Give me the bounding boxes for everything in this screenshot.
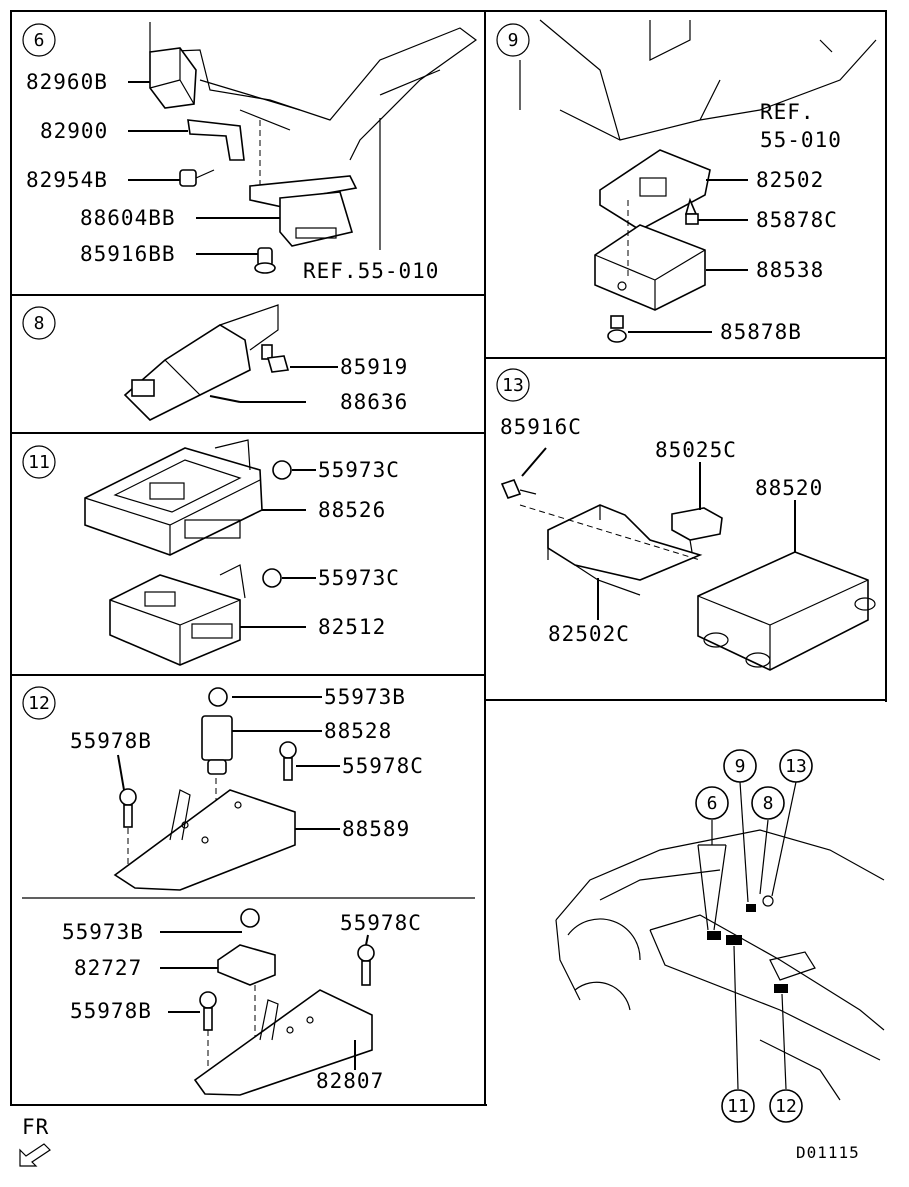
label-85878B: 85878B xyxy=(720,320,802,344)
label-88528: 88528 xyxy=(324,719,392,743)
front-label: FR xyxy=(22,1115,49,1139)
label-82900: 82900 xyxy=(40,119,108,143)
label-88520: 88520 xyxy=(755,476,823,500)
vehicle-callout-8: 8 xyxy=(763,793,774,814)
front-indicator: FR xyxy=(19,1115,51,1167)
label-55978C-upper: 55978C xyxy=(342,754,424,778)
label-82960B: 82960B xyxy=(26,70,108,94)
section-9-number: 9 xyxy=(508,30,519,51)
label-88538: 88538 xyxy=(756,258,824,282)
vehicle-callout-6: 6 xyxy=(707,793,718,814)
label-55973B-upper: 55973B xyxy=(324,685,406,709)
section-13: 13 85916C 85025C 88520 82502C xyxy=(496,368,876,671)
label-85916C: 85916C xyxy=(500,415,582,439)
ref-line1-section-9: REF. xyxy=(760,100,815,124)
label-88604BB: 88604BB xyxy=(80,206,176,230)
vehicle-callout-11: 11 xyxy=(727,1096,749,1117)
label-82512: 82512 xyxy=(318,615,386,639)
ref-line2-section-9: 55-010 xyxy=(760,128,842,152)
label-82502: 82502 xyxy=(756,168,824,192)
label-55973C-lower: 55973C xyxy=(318,566,400,590)
panel-borders xyxy=(10,10,887,1106)
label-55973C-upper: 55973C xyxy=(318,458,400,482)
diagram-code: D01115 xyxy=(796,1143,860,1162)
front-arrow-icon xyxy=(19,1143,51,1167)
label-88589: 88589 xyxy=(342,817,410,841)
section-11-number: 11 xyxy=(28,452,50,473)
section-9: 9 REF. 55-010 82502 85878C 88538 85878B xyxy=(496,19,877,344)
label-85919: 85919 xyxy=(340,355,408,379)
section-8-number: 8 xyxy=(34,313,45,334)
label-88526: 88526 xyxy=(318,498,386,522)
section-12: 12 55973B 88528 55978B 55978C 88589 xyxy=(22,685,424,1096)
section-6: 6 82960B 82900 82954B 88604BB 85916BB RE… xyxy=(22,22,478,283)
label-82807: 82807 xyxy=(316,1069,384,1093)
label-55978C-lower: 55978C xyxy=(340,911,422,935)
label-55978B-lower: 55978B xyxy=(70,999,152,1023)
section-12-number: 12 xyxy=(28,693,50,714)
section-13-number: 13 xyxy=(502,375,524,396)
section-8: 8 85919 88636 xyxy=(22,304,408,421)
label-55973B-lower: 55973B xyxy=(62,920,144,944)
vehicle-callout-12: 12 xyxy=(775,1096,797,1117)
vehicle-callout-13: 13 xyxy=(785,756,807,777)
label-82502C: 82502C xyxy=(548,622,630,646)
section-6-number: 6 xyxy=(34,30,45,51)
vehicle-overview: 6 9 8 13 11 12 xyxy=(555,749,885,1123)
section-11: 11 55973C 88526 55973C 82512 xyxy=(22,439,400,666)
label-85916BB: 85916BB xyxy=(80,242,176,266)
label-82727: 82727 xyxy=(74,956,142,980)
label-55978B-upper: 55978B xyxy=(70,729,152,753)
label-88636: 88636 xyxy=(340,390,408,414)
label-82954B: 82954B xyxy=(26,168,108,192)
label-85025C: 85025C xyxy=(655,438,737,462)
ref-55-010-section-6: REF.55-010 xyxy=(303,259,439,283)
label-85878C: 85878C xyxy=(756,208,838,232)
vehicle-callout-9: 9 xyxy=(735,756,746,777)
